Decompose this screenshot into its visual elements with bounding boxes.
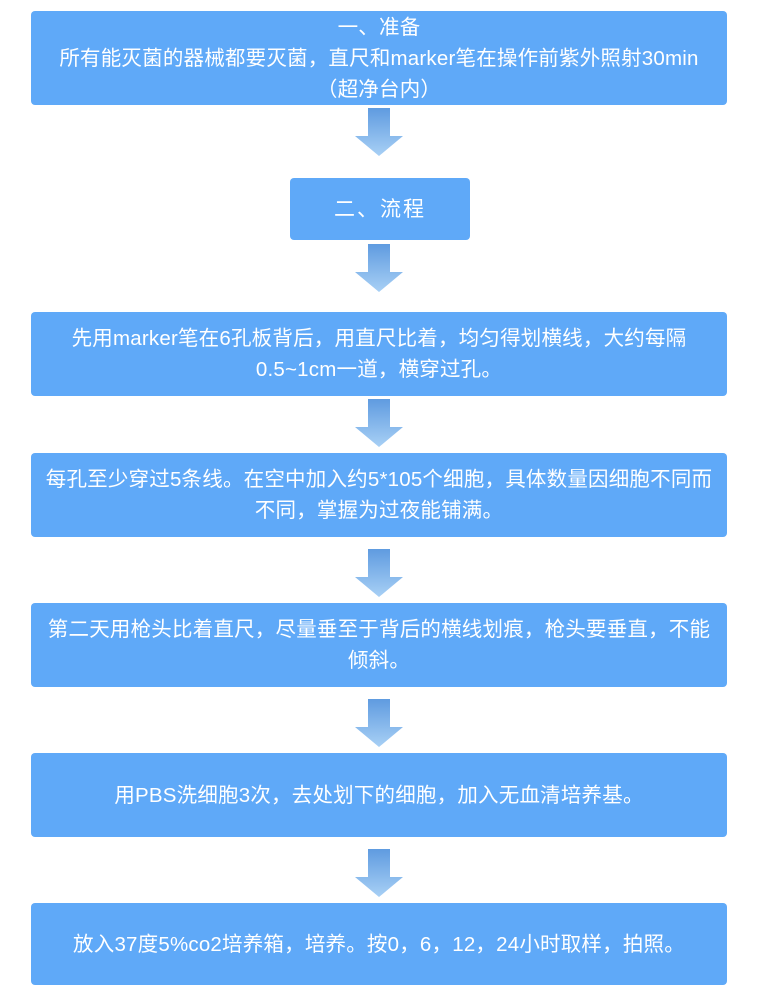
node-label: 第二天用枪头比着直尺，尽量垂至于背后的横线划痕，枪头要垂直，不能倾斜。 xyxy=(47,618,711,672)
node-label: 一、准备 所有能灭菌的器械都要灭菌，直尺和marker笔在操作前紫外照射30mi… xyxy=(59,15,699,101)
flowchart-node-step-draw-lines[interactable]: 先用marker笔在6孔板背后，用直尺比着，均匀得划横线，大约每隔0.5~1cm… xyxy=(31,312,727,396)
arrow-down-icon xyxy=(355,849,403,897)
flowchart-node-procedure-header[interactable]: 二、流程 xyxy=(290,178,470,240)
arrow-down-icon xyxy=(355,399,403,447)
arrow-down-icon xyxy=(355,699,403,747)
node-label: 放入37度5%co2培养箱，培养。按0，6，12，24小时取样，拍照。 xyxy=(73,932,685,956)
node-label: 用PBS洗细胞3次，去处划下的细胞，加入无血清培养基。 xyxy=(114,783,644,807)
arrow-down-icon xyxy=(355,549,403,597)
flowchart-node-step-wash-pbs[interactable]: 用PBS洗细胞3次，去处划下的细胞，加入无血清培养基。 xyxy=(31,753,727,837)
flowchart-node-step-seed-cells[interactable]: 每孔至少穿过5条线。在空中加入约5*105个细胞，具体数量因细胞不同而不同，掌握… xyxy=(31,453,727,537)
arrow-down-icon xyxy=(355,108,403,156)
flowchart-node-preparation[interactable]: 一、准备 所有能灭菌的器械都要灭菌，直尺和marker笔在操作前紫外照射30mi… xyxy=(31,11,727,105)
node-label: 二、流程 xyxy=(334,197,426,221)
node-label: 先用marker笔在6孔板背后，用直尺比着，均匀得划横线，大约每隔0.5~1cm… xyxy=(71,327,687,381)
flowchart-node-step-incubate-image[interactable]: 放入37度5%co2培养箱，培养。按0，6，12，24小时取样，拍照。 xyxy=(31,903,727,985)
node-label: 每孔至少穿过5条线。在空中加入约5*105个细胞，具体数量因细胞不同而不同，掌握… xyxy=(45,468,713,522)
arrow-down-icon xyxy=(355,244,403,292)
flowchart-node-step-scratch[interactable]: 第二天用枪头比着直尺，尽量垂至于背后的横线划痕，枪头要垂直，不能倾斜。 xyxy=(31,603,727,687)
